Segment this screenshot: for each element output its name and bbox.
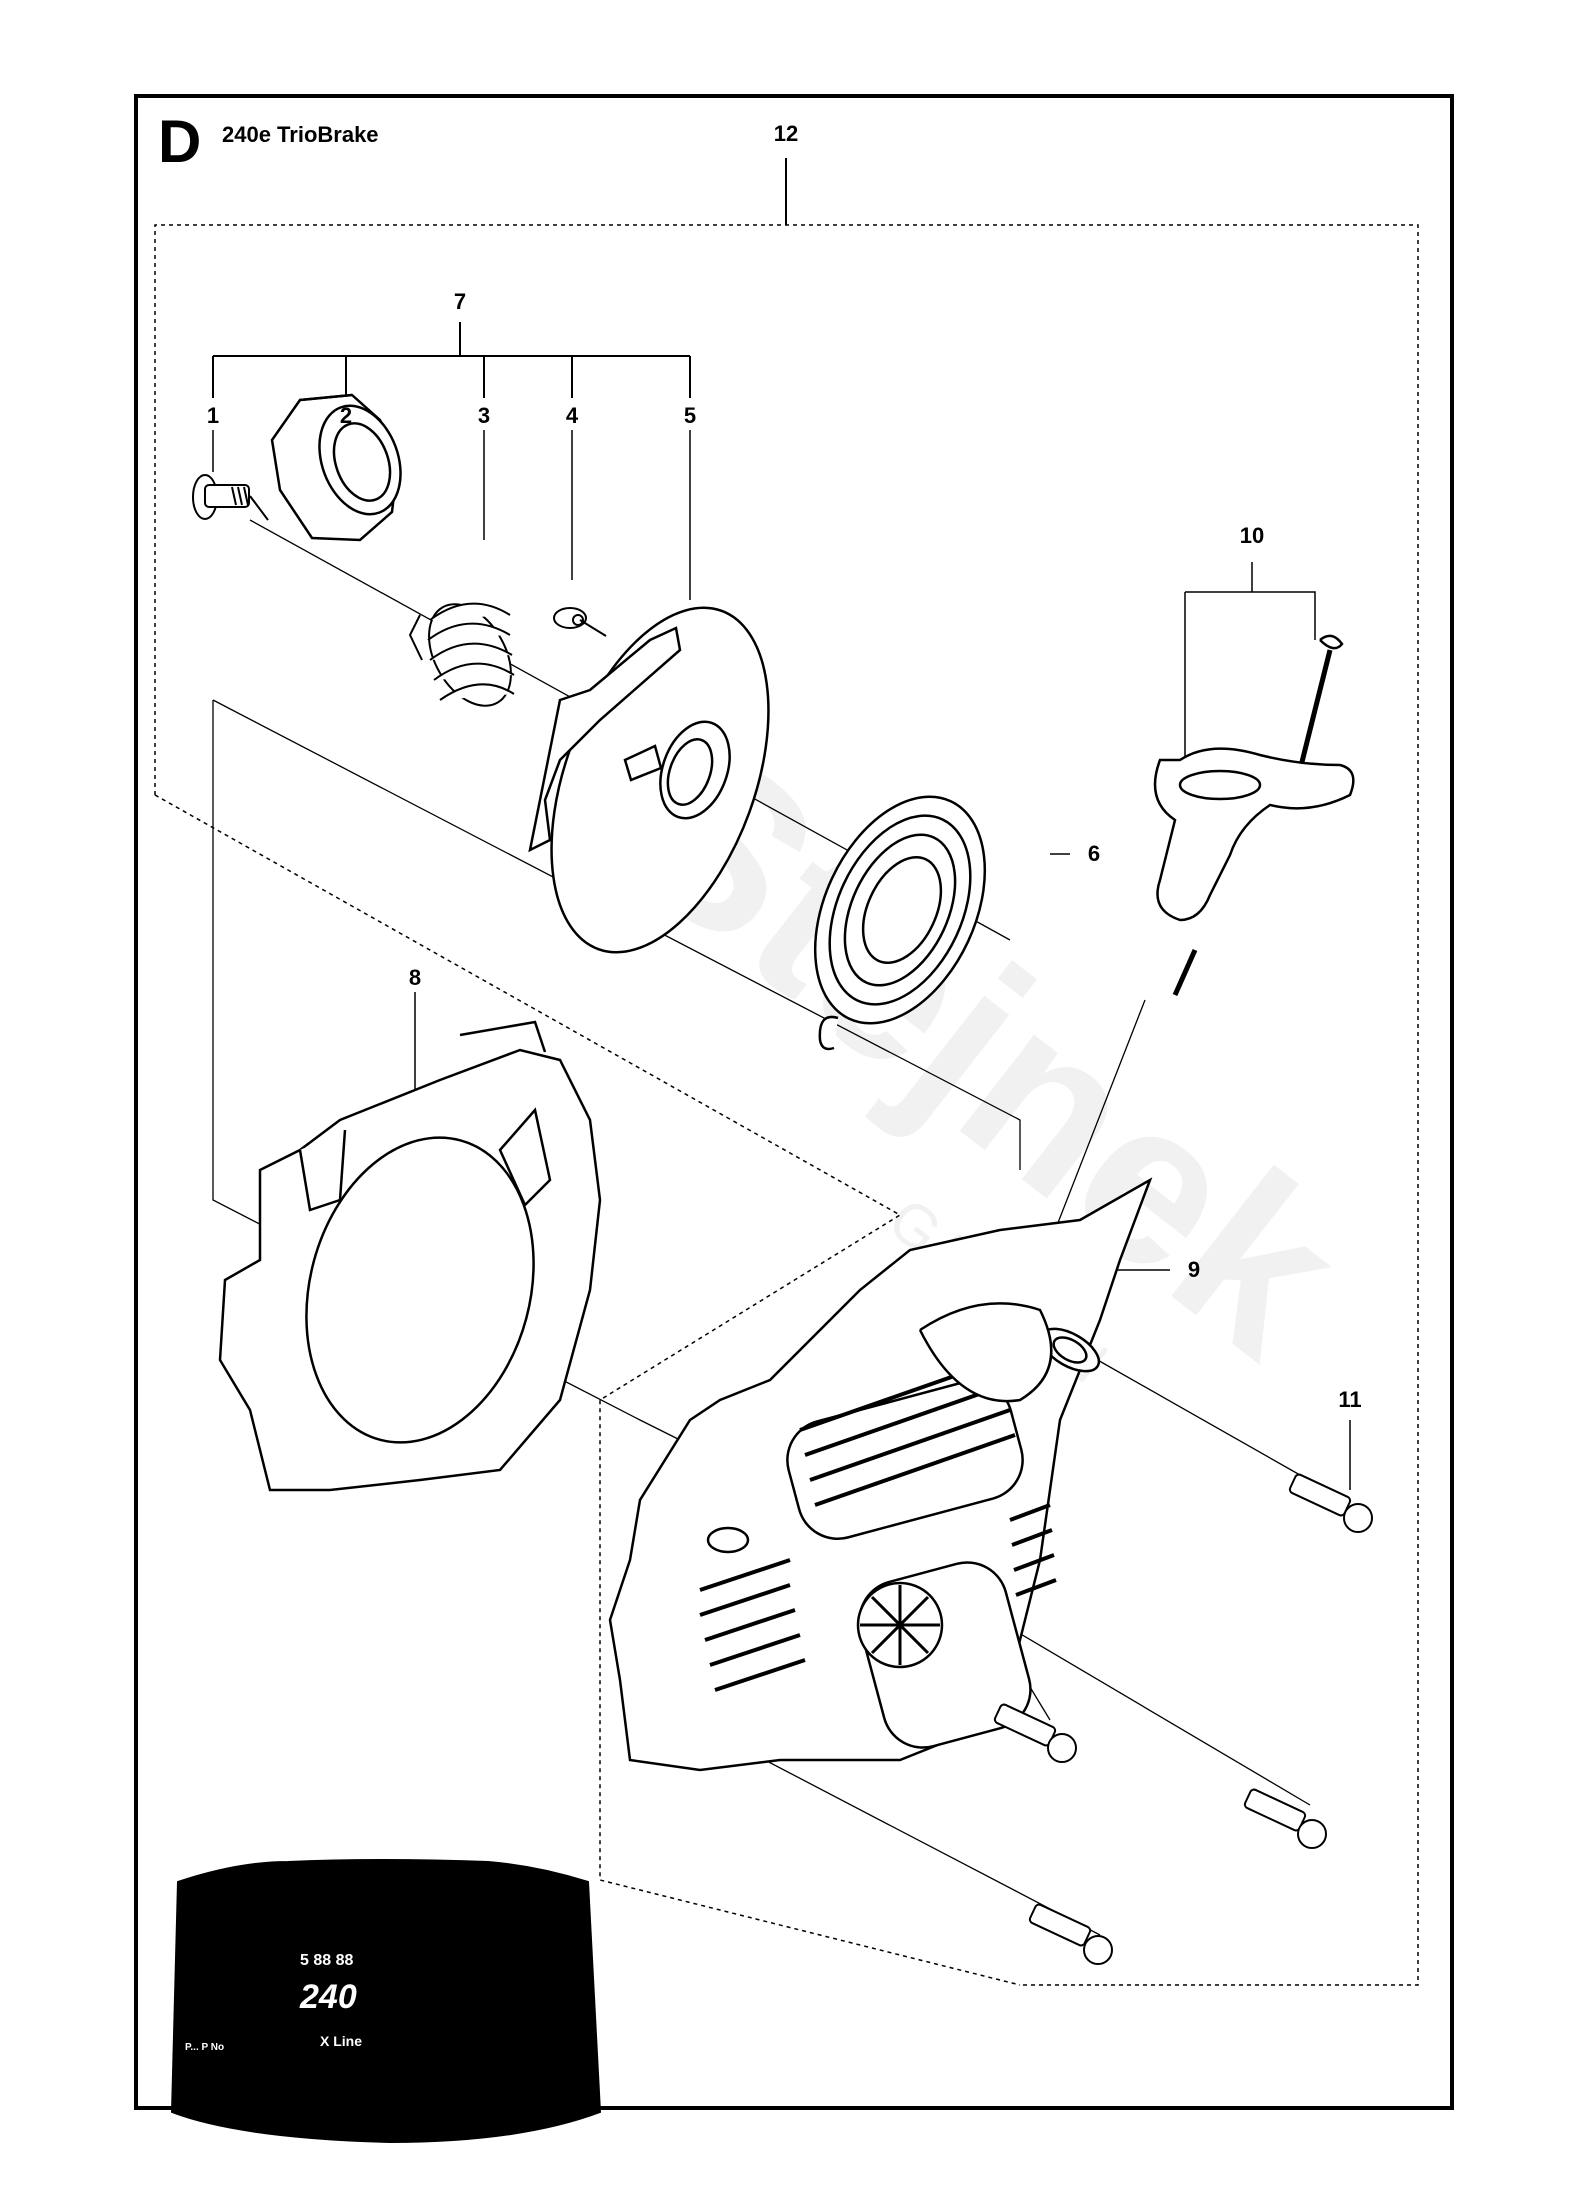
callout-3: 3 [477,403,491,428]
part-13-decal: 5 88 88 240 P... P No X Line [170,1859,602,2144]
part-11-screws [993,1473,1373,1965]
part-5-pulley [528,606,770,954]
screw-11a [1288,1473,1373,1533]
decal-small-left: P... P No [185,2042,224,2053]
part-1-screw [192,474,269,521]
callout-13: 13 [484,1945,510,1970]
callout-11: 11 [1338,1387,1362,1412]
part-6-recoil-spring [813,795,987,1051]
callout-12: 12 [773,121,799,146]
part-10-starter-handle [1153,634,1355,997]
model-title: 240e TrioBrake [222,122,379,147]
diagram-frame [134,94,1454,2110]
assembly-outline-dashed [154,224,1419,1986]
part-4-washer [553,607,607,637]
decal-small-right: X Line [320,2033,362,2049]
callout-5: 5 [683,403,697,428]
screw-11b [993,1703,1077,1763]
part-3-spring [408,602,515,707]
part-2-hub [270,393,402,542]
callout-7-bracket [212,322,691,398]
callout-10: 10 [1239,523,1265,548]
part-9-starter-housing [608,1177,1153,1772]
callout-7: 7 [453,289,467,314]
callout-2: 2 [339,403,353,428]
callout-4: 4 [565,403,579,428]
screw-11c [1243,1788,1327,1849]
callout-8: 8 [408,965,422,990]
callout-1: 1 [206,403,220,428]
section-letter: D [158,108,202,175]
part-8-air-guide [218,1020,602,1492]
decal-part-number: 5 88 88 [300,1952,353,1969]
decal-model: 240 [299,1978,357,2016]
screw-11d [1028,1903,1113,1965]
callout-9: 9 [1187,1257,1201,1282]
callout-6: 6 [1087,841,1101,866]
